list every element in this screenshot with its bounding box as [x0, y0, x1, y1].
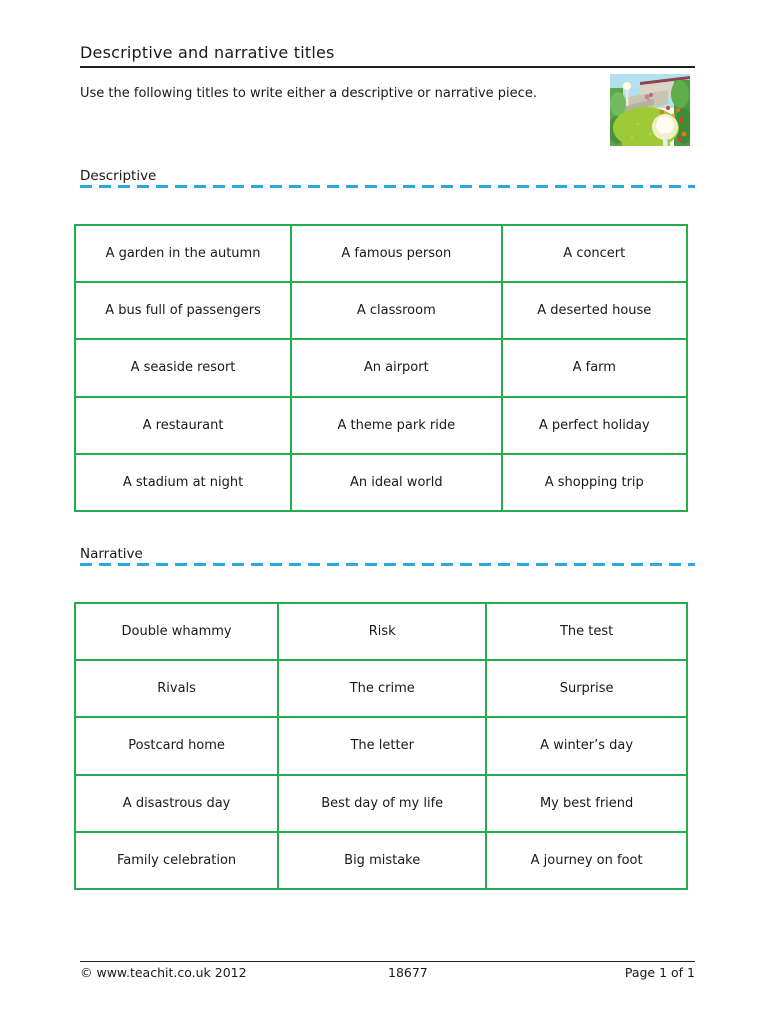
title-cell: The crime — [277, 659, 488, 719]
narrative-divider — [80, 563, 695, 566]
table-row: A seaside resort An airport A farm — [73, 338, 689, 398]
title-cell: Family celebration — [73, 830, 280, 891]
title-cell: A restaurant — [73, 395, 293, 455]
descriptive-divider — [80, 185, 695, 188]
title-cell: A garden in the autumn — [73, 223, 293, 284]
footer-resource-id: 18677 — [388, 965, 428, 980]
table-row: A stadium at night An ideal world A shop… — [73, 452, 689, 513]
title-cell: Double whammy — [73, 601, 280, 662]
title-cell: A disastrous day — [73, 773, 280, 833]
title-cell: An ideal world — [290, 452, 503, 513]
title-cell: A theme park ride — [290, 395, 503, 455]
footer-divider — [80, 961, 695, 962]
descriptive-titles-table: A garden in the autumn A famous person A… — [73, 223, 689, 513]
narrative-titles-table: Double whammy Risk The test Rivals The c… — [73, 601, 688, 891]
title-cell: Postcard home — [73, 716, 280, 776]
section-heading-descriptive: Descriptive — [80, 168, 157, 184]
table-row: Family celebration Big mistake A journey… — [73, 830, 688, 891]
section-heading-narrative: Narrative — [80, 546, 143, 562]
table-row: Postcard home The letter A winter’s day — [73, 716, 688, 776]
table-row: Rivals The crime Surprise — [73, 659, 688, 719]
page-title: Descriptive and narrative titles — [80, 43, 695, 68]
title-cell: A classroom — [290, 281, 503, 341]
title-cell: Risk — [277, 601, 488, 662]
title-cell: Surprise — [485, 659, 688, 719]
title-cell: A farm — [500, 338, 689, 398]
table-row: A bus full of passengers A classroom A d… — [73, 281, 689, 341]
title-cell: A seaside resort — [73, 338, 293, 398]
title-cell: A deserted house — [500, 281, 689, 341]
title-cell: The letter — [277, 716, 488, 776]
table-row: A disastrous day Best day of my life My … — [73, 773, 688, 833]
table-row: Double whammy Risk The test — [73, 601, 688, 662]
garden-illustration — [608, 74, 693, 149]
title-cell: Big mistake — [277, 830, 488, 891]
title-cell: My best friend — [485, 773, 688, 833]
table-row: A restaurant A theme park ride A perfect… — [73, 395, 689, 455]
title-cell: A concert — [500, 223, 689, 284]
title-cell: A winter’s day — [485, 716, 688, 776]
title-cell: A stadium at night — [73, 452, 293, 513]
title-cell: The test — [485, 601, 688, 662]
instructions-text: Use the following titles to write either… — [80, 86, 537, 101]
title-cell: A journey on foot — [485, 830, 688, 891]
title-cell: Rivals — [73, 659, 280, 719]
title-cell: Best day of my life — [277, 773, 488, 833]
title-cell: A bus full of passengers — [73, 281, 293, 341]
table-row: A garden in the autumn A famous person A… — [73, 223, 689, 284]
footer-copyright: © www.teachit.co.uk 2012 — [80, 965, 247, 980]
title-cell: A shopping trip — [500, 452, 689, 513]
footer-page-number: Page 1 of 1 — [624, 965, 695, 980]
garden-clipart-svg — [608, 74, 693, 149]
title-cell: A famous person — [290, 223, 503, 284]
title-cell: A perfect holiday — [500, 395, 689, 455]
title-cell: An airport — [290, 338, 503, 398]
